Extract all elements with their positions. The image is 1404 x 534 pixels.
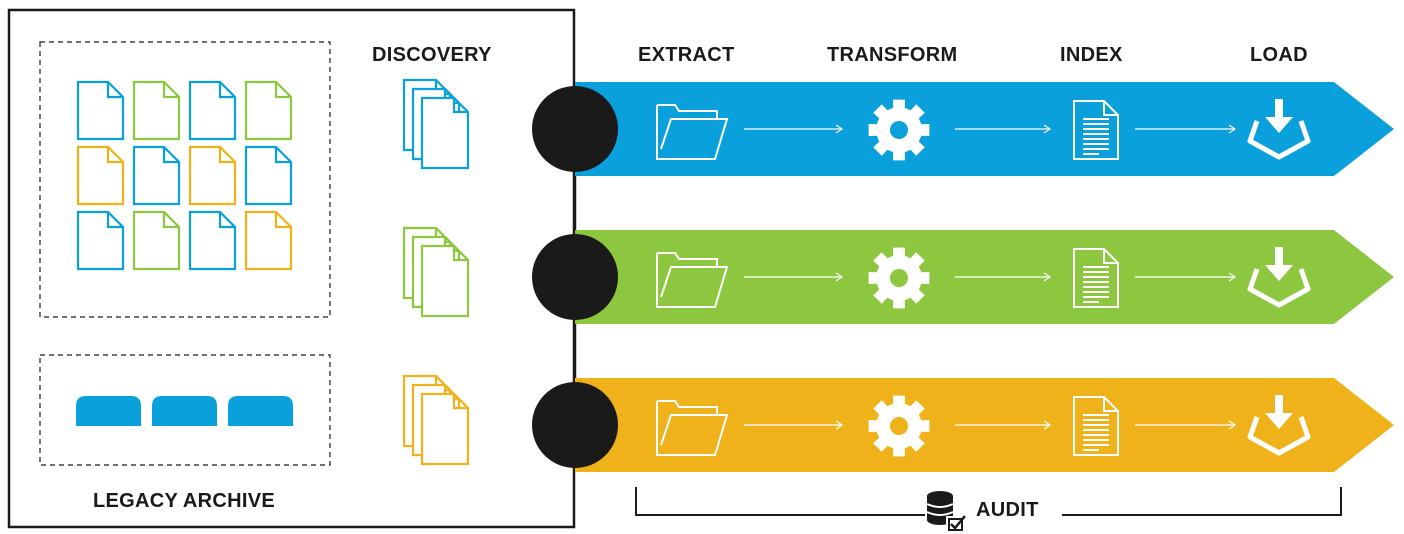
audit-bracket (635, 487, 1342, 516)
pipelines (532, 82, 1394, 472)
discovery-label: DISCOVERY (372, 44, 492, 66)
archive-documents (76, 80, 293, 271)
discovery-stacks (402, 78, 470, 466)
archive-document-icon (76, 210, 125, 271)
index-label: INDEX (1060, 44, 1123, 66)
document-icon (1073, 248, 1119, 308)
archive-tapes (76, 396, 293, 426)
tape-icon (152, 396, 217, 426)
archive-document-icon (76, 80, 125, 141)
discovery-stack-icon (402, 78, 470, 170)
database-check-icon (926, 491, 966, 533)
gear-icon (868, 395, 930, 457)
discovery-stack-icon (402, 226, 470, 318)
folder-icon (656, 400, 729, 456)
tape-icon (228, 396, 293, 426)
documents-group-frame (39, 41, 331, 318)
tape-icon (76, 396, 141, 426)
audit-label: AUDIT (976, 499, 1039, 521)
pipeline-band (532, 82, 1394, 176)
folder-icon (656, 104, 729, 160)
archive-document-icon (188, 210, 237, 271)
archive-document-icon (132, 210, 181, 271)
download-tray-icon (1247, 395, 1311, 456)
discovery-stack-icon (402, 374, 470, 466)
archive-document-icon (244, 210, 293, 271)
archive-document-icon (244, 80, 293, 141)
folder-icon (656, 252, 729, 308)
download-tray-icon (1247, 247, 1311, 308)
extract-label: EXTRACT (638, 44, 735, 66)
archive-document-icon (188, 145, 237, 206)
archive-document-icon (76, 145, 125, 206)
archive-document-icon (188, 80, 237, 141)
document-icon (1073, 100, 1119, 160)
download-tray-icon (1247, 99, 1311, 160)
load-label: LOAD (1250, 44, 1308, 66)
pipeline-band (532, 230, 1394, 324)
gear-icon (868, 99, 930, 161)
archive-document-icon (244, 145, 293, 206)
legacy-archive-label: LEGACY ARCHIVE (93, 490, 276, 512)
pipeline-node (532, 234, 618, 320)
archive-document-icon (132, 145, 181, 206)
gear-icon (868, 247, 930, 309)
document-icon (1073, 396, 1119, 456)
pipeline-node (532, 382, 618, 468)
pipeline-band (532, 378, 1394, 472)
transform-label: TRANSFORM (827, 44, 958, 66)
tapes-group-frame (39, 354, 331, 466)
archive-document-icon (132, 80, 181, 141)
pipeline-node (532, 86, 618, 172)
